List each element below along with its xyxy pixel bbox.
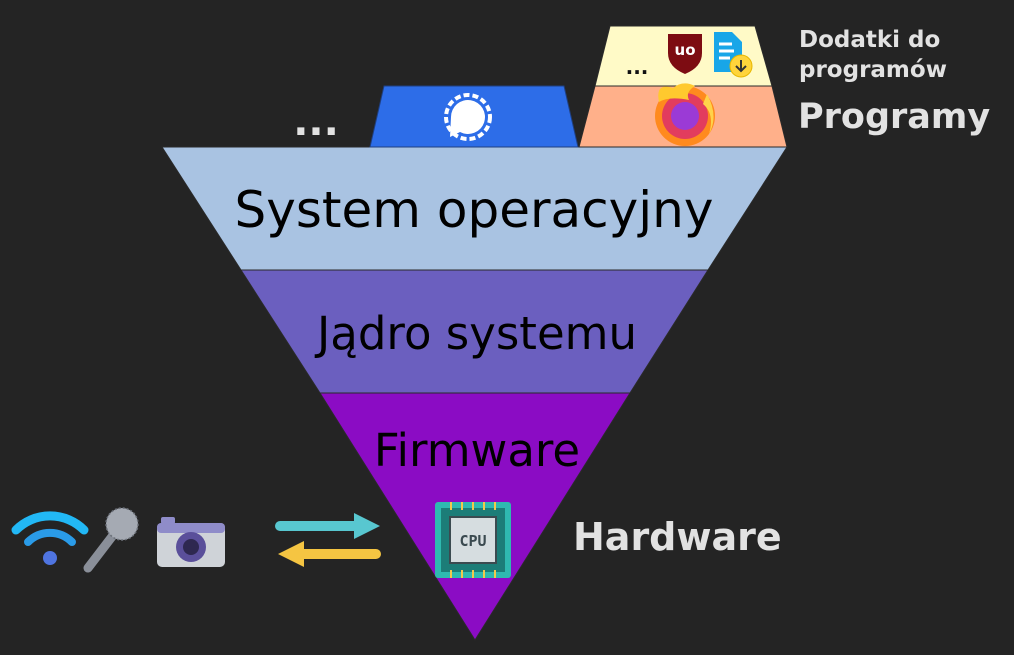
file-download-icon xyxy=(714,32,753,78)
addons-ellipsis: ... xyxy=(626,55,649,79)
addons-label-line1: Dodatki do xyxy=(799,27,940,53)
svg-text:uo: uo xyxy=(675,41,696,59)
hardware-label: Hardware xyxy=(573,515,782,559)
transfer-arrows-icon xyxy=(275,513,381,567)
cpu-chip-icon: CPU xyxy=(435,502,511,578)
microphone-icon xyxy=(83,507,139,573)
kernel-layer-label: Jądro systemu xyxy=(314,307,637,360)
programs-label: Programy xyxy=(798,97,990,137)
cpu-chip-text: CPU xyxy=(459,532,486,550)
wifi-icon xyxy=(11,511,89,565)
ublock-origin-icon: uo xyxy=(668,34,702,74)
camera-icon xyxy=(157,517,225,567)
addons-label-line2: programów xyxy=(799,57,947,83)
os-layer-label: System operacyjny xyxy=(235,181,714,239)
signal-messenger-icon xyxy=(444,93,492,141)
firefox-icon xyxy=(655,83,715,146)
programs-ellipsis: ... xyxy=(293,99,339,145)
firmware-layer-label: Firmware xyxy=(374,424,580,477)
